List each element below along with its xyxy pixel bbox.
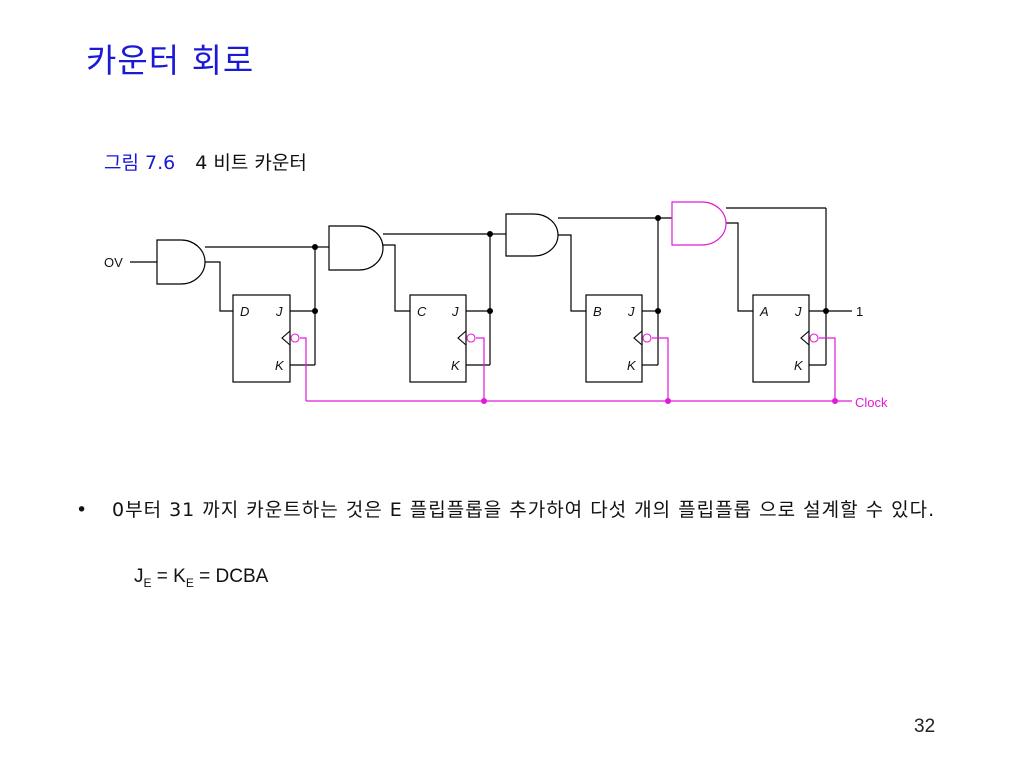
flipflop-b-name: B	[593, 304, 602, 319]
equation-j: J	[134, 566, 144, 587]
clock-notch-b	[633, 330, 643, 346]
clock-inverter-c	[466, 333, 476, 343]
equation: JE = KE = DCBA	[134, 566, 269, 590]
clock-label: Clock	[855, 395, 888, 410]
and-gate-4	[671, 201, 727, 246]
flipflop-d-k: K	[275, 358, 285, 373]
clock-notch-a	[800, 330, 810, 346]
constant-one-label: 1	[856, 304, 863, 319]
bullet-text: 0부터 31 까지 카운트하는 것은 E 플립플롭을 추가하여 다섯 개의 플립…	[112, 499, 936, 521]
equation-k-subscript: E	[185, 575, 194, 590]
flipflop-c-k: K	[451, 358, 461, 373]
input-label: OV	[104, 255, 123, 270]
flipflop-c-name: C	[417, 304, 427, 319]
bullet-dot: •	[76, 499, 88, 521]
clock-inverter-b	[642, 333, 652, 343]
junction-dot	[312, 308, 318, 314]
junction-dot	[655, 215, 661, 221]
junction-dot	[487, 308, 493, 314]
equation-j-subscript: E	[143, 575, 152, 590]
equation-rhs: DCBA	[215, 566, 269, 587]
flipflop-d-j: J	[275, 304, 283, 319]
clock-wires	[300, 337, 852, 402]
and-gate-2	[328, 225, 384, 271]
slide-title: 카운터 회로	[86, 41, 255, 80]
flipflop-a-name: A	[759, 304, 769, 319]
flipflop-b-j: J	[627, 304, 635, 319]
and-gate-1	[156, 239, 206, 285]
flipflop-d-box	[232, 294, 291, 383]
wires	[130, 207, 852, 366]
figure-name: 4 비트 카운터	[195, 152, 307, 174]
flipflop-b-box	[585, 294, 643, 383]
clock-junction-dot	[832, 398, 838, 404]
flipflop-a-j: J	[794, 304, 802, 319]
junction-dot	[823, 308, 829, 314]
equation-k: K	[173, 566, 186, 587]
clock-inverter-a	[809, 333, 819, 343]
clock-junction-dot	[481, 398, 487, 404]
flipflop-c-box	[409, 294, 467, 383]
figure-label: 그림 7.6	[104, 152, 176, 174]
page-number: 32	[914, 716, 936, 737]
junction-dot	[655, 308, 661, 314]
flipflop-d-name: D	[240, 304, 249, 319]
junction-dot	[487, 231, 493, 237]
clock-notch-d	[281, 330, 291, 346]
clock-notch-c	[457, 330, 467, 346]
junction-dot	[312, 244, 318, 250]
and-gate-3	[505, 213, 559, 257]
flipflop-a-k: K	[794, 358, 804, 373]
flipflop-b-k: K	[627, 358, 637, 373]
flipflop-a-box	[752, 294, 810, 383]
flipflop-c-j: J	[451, 304, 459, 319]
clock-inverter-d	[290, 333, 300, 343]
figure-caption: 그림 7.6 4 비트 카운터	[104, 148, 307, 175]
clock-junction-dot	[665, 398, 671, 404]
